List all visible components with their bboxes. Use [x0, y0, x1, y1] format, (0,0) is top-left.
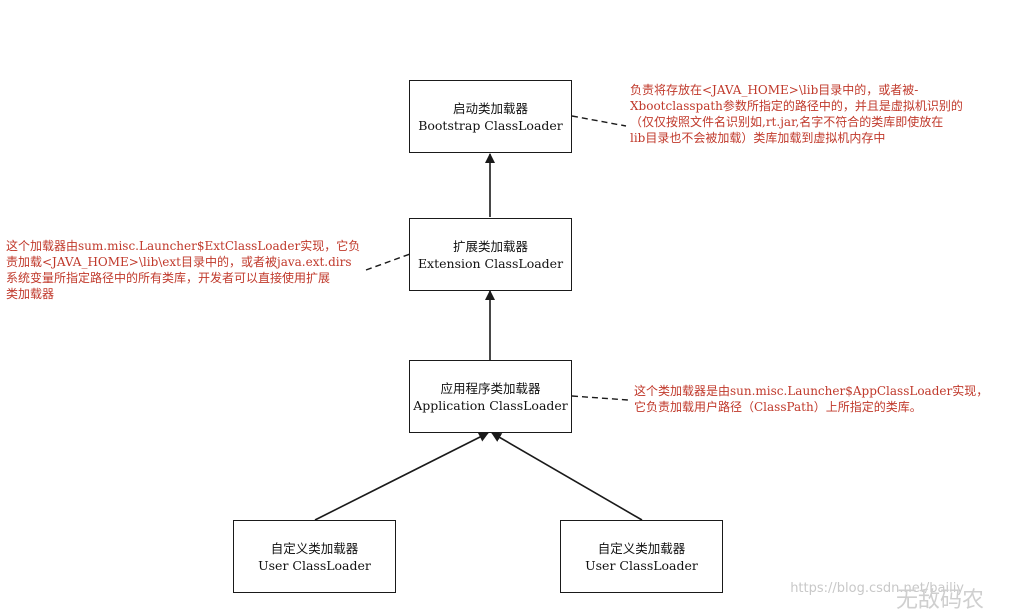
dashed-link-extension-note — [365, 253, 411, 271]
node-user-left-en-label: User ClassLoader — [258, 557, 371, 573]
node-application-classloader: 应用程序类加载器 Application ClassLoader — [409, 360, 572, 433]
note-bootstrap-line: （仅仅按照文件名识别如,rt.jar,名字不符合的类库即使放在 — [630, 115, 944, 129]
note-bootstrap-line: 负责将存放在<JAVA_HOME>\lib目录中的，或者被- — [630, 83, 919, 97]
arrow-user-left-to-application — [314, 432, 489, 521]
note-extension: 这个加载器由sum.misc.Launcher$ExtClassLoader实现… — [6, 238, 360, 302]
note-bootstrap-line: lib目录也不会被加载）类库加载到虚拟机内存中 — [630, 131, 886, 145]
dashed-link-bootstrap-note — [571, 115, 627, 127]
node-user-classloader-right: 自定义类加载器 User ClassLoader — [560, 520, 723, 593]
node-user-left-cn-label: 自定义类加载器 — [270, 540, 359, 556]
note-application-line: 这个类加载器是由sun.misc.Launcher$AppClassLoader… — [634, 384, 989, 398]
note-application: 这个类加载器是由sun.misc.Launcher$AppClassLoader… — [634, 383, 988, 415]
node-bootstrap-en-label: Bootstrap ClassLoader — [418, 117, 563, 133]
watermark-url: https://blog.csdn.net/bailiy — [790, 581, 964, 596]
node-bootstrap-classloader: 启动类加载器 Bootstrap ClassLoader — [409, 80, 572, 153]
node-extension-classloader: 扩展类加载器 Extension ClassLoader — [409, 218, 572, 291]
note-bootstrap-line: Xbootclasspath参数所指定的路径中的，并且是虚拟机识别的 — [630, 99, 963, 113]
node-bootstrap-cn-label: 启动类加载器 — [452, 100, 528, 116]
note-extension-line: 系统变量所指定路径中的所有类库，开发者可以直接使用扩展 — [6, 271, 331, 285]
watermark-brand: 无敌码农 — [895, 588, 984, 613]
note-application-line: 它负责加载用户路径（ClassPath）上所指定的类库。 — [634, 400, 922, 414]
node-application-cn-label: 应用程序类加载器 — [440, 380, 541, 396]
node-extension-cn-label: 扩展类加载器 — [452, 238, 528, 254]
note-extension-line: 这个加载器由sum.misc.Launcher$ExtClassLoader实现… — [6, 239, 361, 253]
dashed-link-application-note — [571, 395, 629, 401]
note-extension-line: 类加载器 — [6, 287, 55, 301]
node-user-right-en-label: User ClassLoader — [585, 557, 698, 573]
node-user-classloader-left: 自定义类加载器 User ClassLoader — [233, 520, 396, 593]
node-user-right-cn-label: 自定义类加载器 — [597, 540, 686, 556]
node-application-en-label: Application ClassLoader — [413, 397, 568, 413]
note-extension-line: 责加载<JAVA_HOME>\lib\ext目录中的，或者被java.ext.d… — [6, 255, 352, 269]
arrow-user-right-to-application — [491, 432, 643, 521]
node-extension-en-label: Extension ClassLoader — [417, 255, 564, 271]
note-bootstrap: 负责将存放在<JAVA_HOME>\lib目录中的，或者被- Xbootclas… — [630, 82, 963, 146]
